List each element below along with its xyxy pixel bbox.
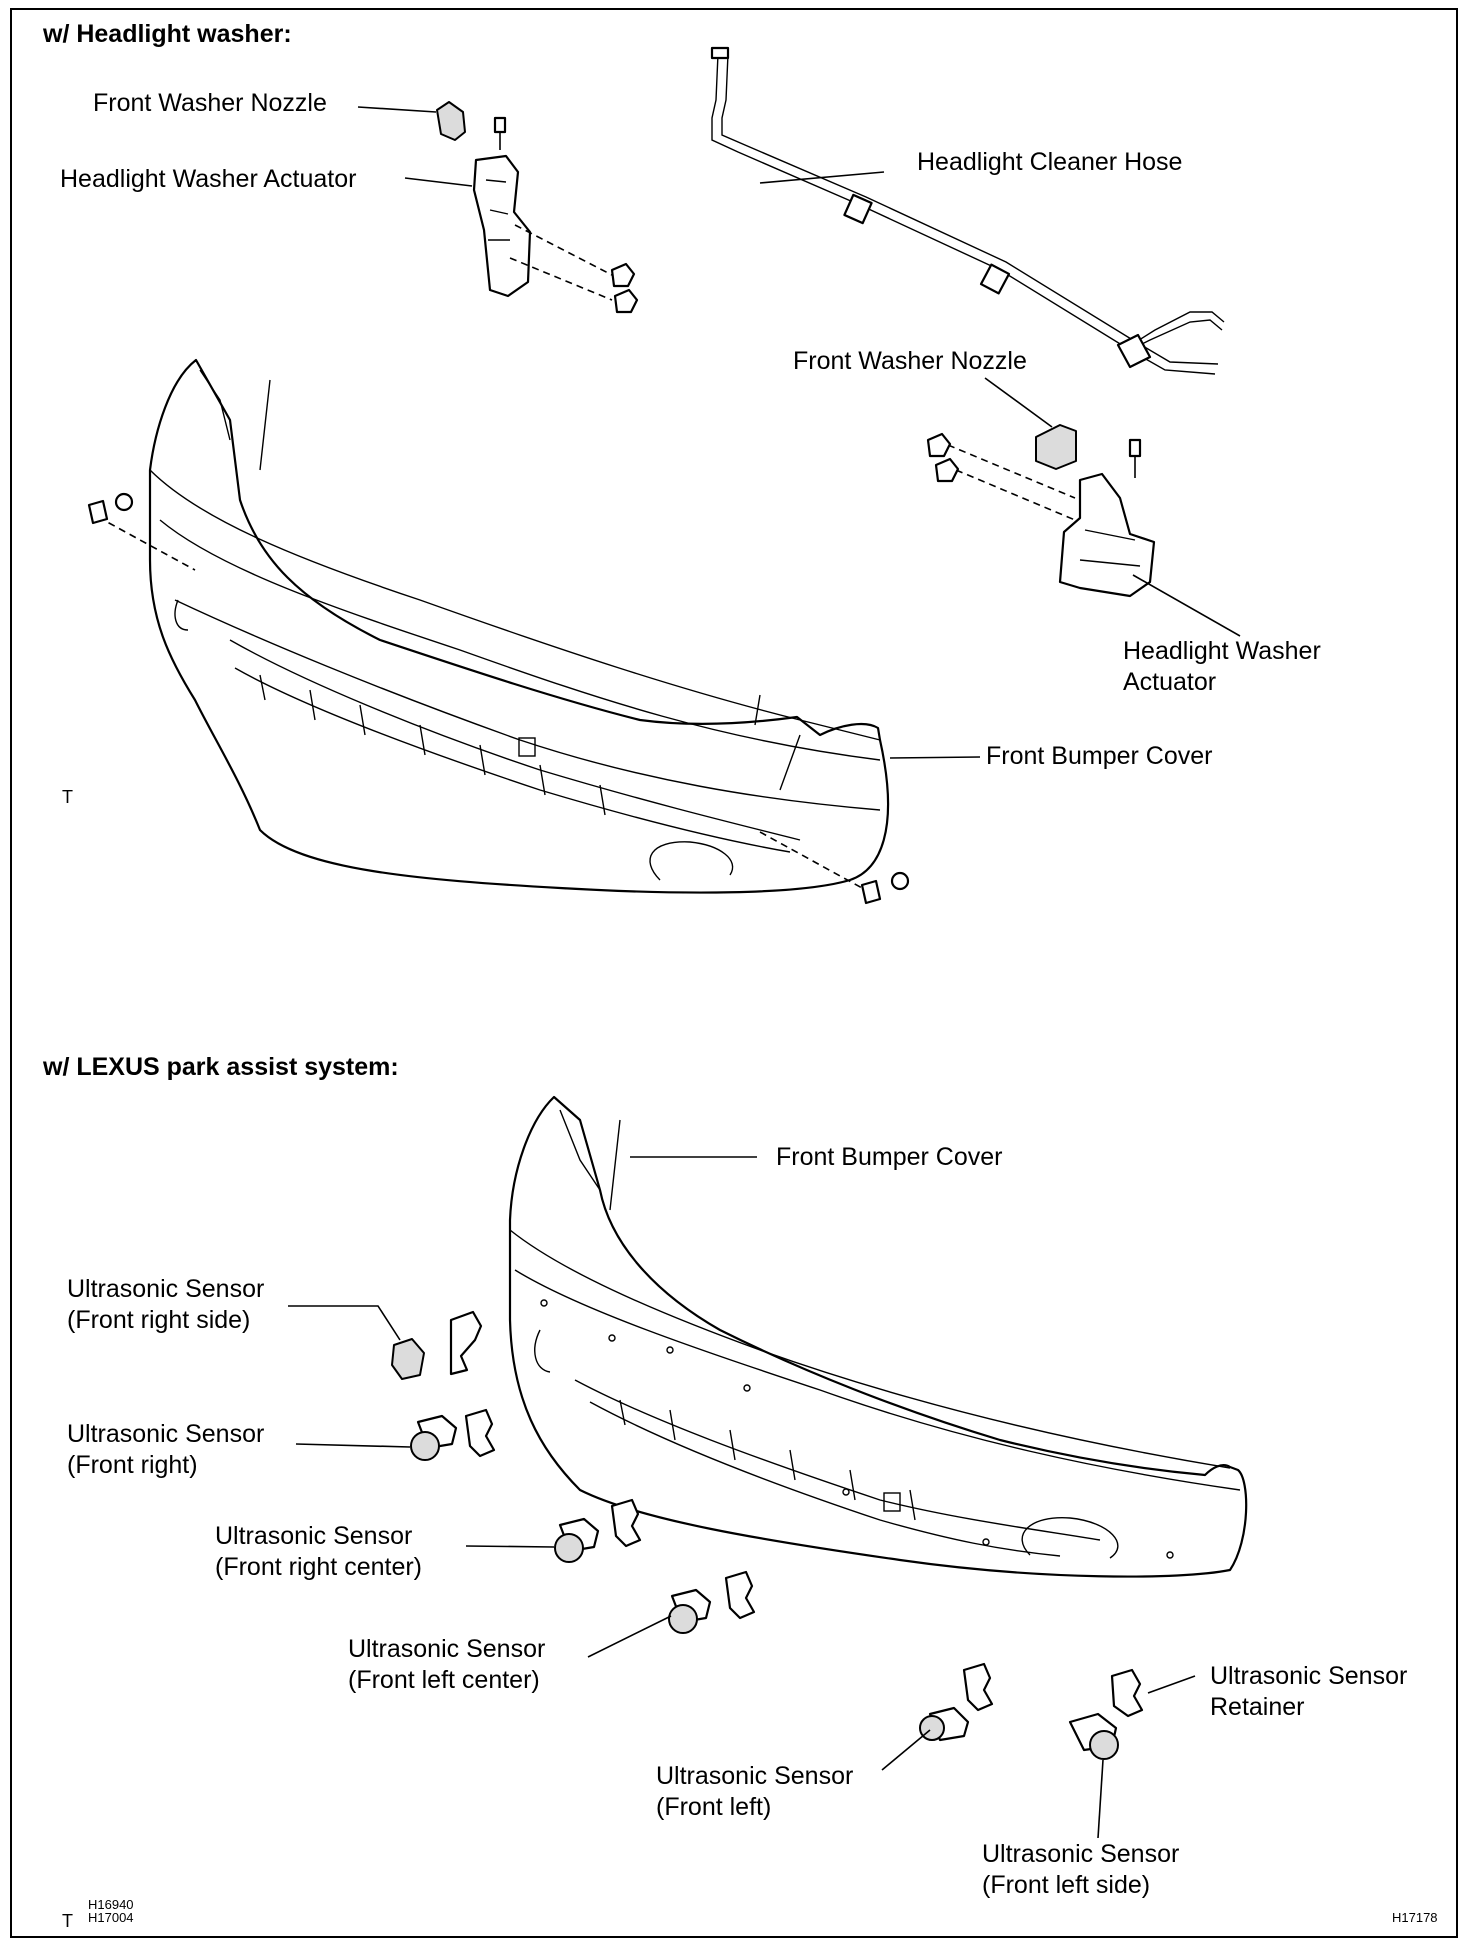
leader-sensor-front-left bbox=[881, 1729, 931, 1771]
figure-code-1: H16940 bbox=[88, 1897, 134, 1912]
label-sensor-front-left-center-1: Ultrasonic Sensor bbox=[348, 1635, 546, 1663]
sensor-front-left-side-drawing bbox=[1068, 1668, 1144, 1760]
diagram-frame bbox=[10, 8, 1458, 1938]
label-headlight-washer-actuator-left: Headlight Washer Actuator bbox=[60, 165, 357, 193]
clip-dashes-left bbox=[97, 516, 196, 571]
label-sensor-front-right-2: (Front right) bbox=[67, 1451, 198, 1479]
leader-bumper-top bbox=[889, 756, 981, 759]
headlight-washer-actuator-right-drawing bbox=[926, 424, 1156, 598]
nut-right bbox=[890, 871, 910, 891]
front-bumper-cover-top-drawing bbox=[148, 358, 890, 894]
sensor-front-right-side-drawing bbox=[391, 1310, 483, 1380]
leader-sensor-front-right-center bbox=[465, 1545, 555, 1548]
label-headlight-washer-actuator-right-2: Actuator bbox=[1123, 668, 1217, 696]
sensor-front-right-drawing bbox=[410, 1408, 496, 1461]
label-sensor-front-left-1: Ultrasonic Sensor bbox=[656, 1762, 854, 1790]
label-front-washer-nozzle-right: Front Washer Nozzle bbox=[793, 347, 1027, 375]
label-sensor-front-right-side-2: (Front right side) bbox=[67, 1306, 251, 1334]
label-headlight-washer-actuator-right-1: Headlight Washer bbox=[1123, 637, 1321, 665]
heading-headlight-washer: w/ Headlight washer: bbox=[43, 20, 292, 48]
label-sensor-front-left-2: (Front left) bbox=[656, 1793, 772, 1821]
label-front-bumper-cover-top: Front Bumper Cover bbox=[986, 742, 1213, 770]
label-sensor-front-right-center-1: Ultrasonic Sensor bbox=[215, 1522, 413, 1550]
front-bumper-cover-bottom-drawing bbox=[508, 1095, 1248, 1578]
label-sensor-front-left-side-2: (Front left side) bbox=[982, 1871, 1151, 1899]
leader-actuator-left bbox=[404, 177, 473, 187]
sensor-front-right-center-drawing bbox=[554, 1498, 642, 1563]
clip-dashes-right bbox=[759, 831, 863, 889]
headlight-cleaner-hose-drawing bbox=[710, 46, 1225, 375]
leader-nozzle-left bbox=[357, 106, 437, 113]
label-sensor-front-right-1: Ultrasonic Sensor bbox=[67, 1420, 265, 1448]
label-headlight-cleaner-hose: Headlight Cleaner Hose bbox=[917, 148, 1183, 176]
headlight-washer-actuator-left-drawing bbox=[436, 101, 639, 314]
label-sensor-retainer-2: Retainer bbox=[1210, 1693, 1305, 1721]
t-mark-top: T bbox=[62, 787, 73, 807]
t-mark-bottom: T bbox=[62, 1911, 73, 1931]
leader-sensor-front-right bbox=[295, 1443, 411, 1448]
leader-sensor-front-left-side bbox=[1097, 1759, 1104, 1839]
leader-cleaner-hose bbox=[759, 171, 885, 184]
clip-right bbox=[860, 879, 882, 905]
label-sensor-retainer-1: Ultrasonic Sensor bbox=[1210, 1662, 1408, 1690]
label-sensor-front-left-center-2: (Front left center) bbox=[348, 1666, 540, 1694]
leader-sensor-front-right-side bbox=[288, 1305, 401, 1341]
nut-left bbox=[114, 492, 134, 512]
label-sensor-front-right-center-2: (Front right center) bbox=[215, 1553, 423, 1581]
sensor-front-left-drawing bbox=[919, 1662, 994, 1742]
heading-park-assist: w/ LEXUS park assist system: bbox=[43, 1053, 399, 1081]
leader-nozzle-right bbox=[984, 377, 1053, 428]
figure-code-right: H17178 bbox=[1392, 1910, 1438, 1925]
leader-sensor-retainer bbox=[1147, 1675, 1196, 1694]
figure-code-2: H17004 bbox=[88, 1910, 134, 1925]
sensor-front-left-center-drawing bbox=[668, 1570, 756, 1634]
label-front-washer-nozzle-left: Front Washer Nozzle bbox=[93, 89, 327, 117]
label-front-bumper-cover-bottom: Front Bumper Cover bbox=[776, 1143, 1003, 1171]
leader-sensor-front-left-center bbox=[587, 1615, 672, 1658]
leader-actuator-right bbox=[1132, 574, 1241, 637]
label-sensor-front-right-side-1: Ultrasonic Sensor bbox=[67, 1275, 265, 1303]
clip-left bbox=[87, 499, 109, 525]
label-sensor-front-left-side-1: Ultrasonic Sensor bbox=[982, 1840, 1180, 1868]
